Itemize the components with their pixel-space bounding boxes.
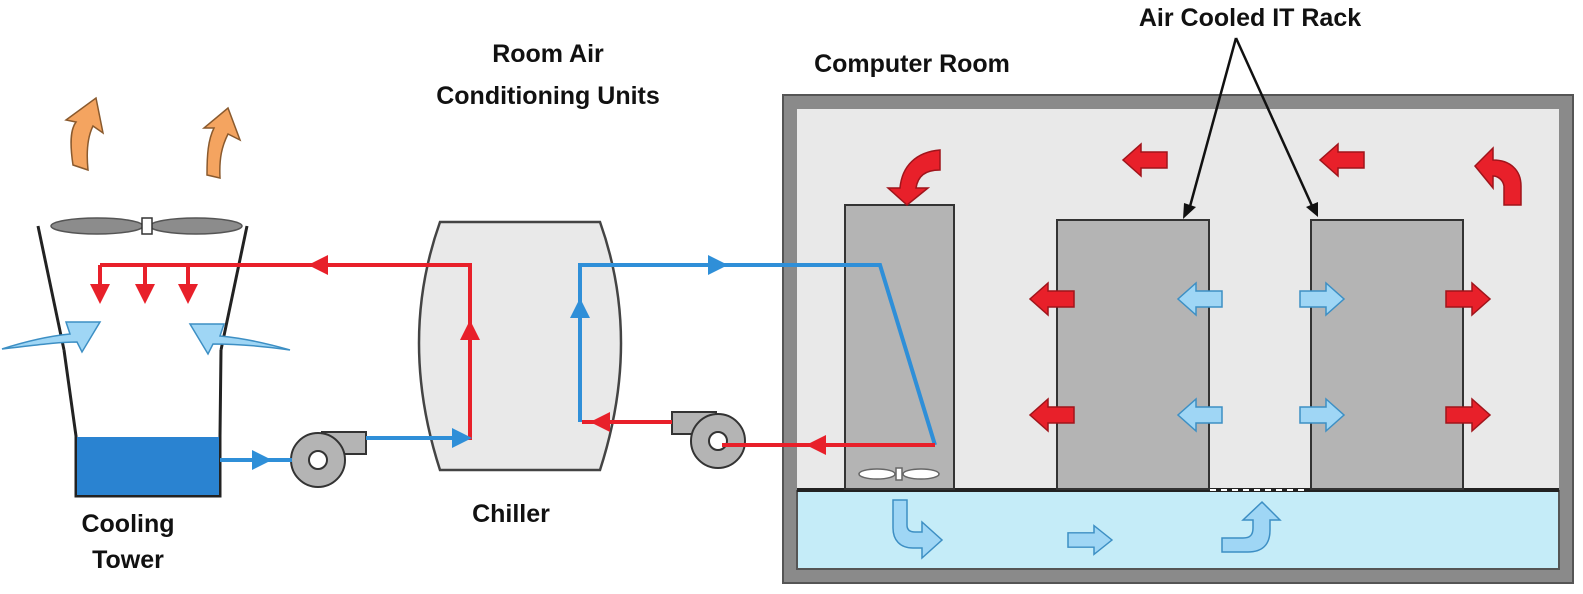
crac-label-line1: Room Air xyxy=(492,40,604,68)
cooling-tower-label-line2: Tower xyxy=(92,546,164,574)
basin-water xyxy=(77,437,219,495)
crac-fan-icon xyxy=(858,467,940,481)
condenser-supply-pipe xyxy=(220,428,472,470)
rack-label-pointers xyxy=(1183,37,1318,219)
chiller-label: Chiller xyxy=(472,500,550,528)
exhaust-air-arrows xyxy=(64,96,242,179)
it-rack-right xyxy=(1310,219,1464,490)
it-rack-label: Air Cooled IT Rack xyxy=(1139,4,1361,32)
inlet-air-arrows xyxy=(1,321,291,356)
chiller-vessel xyxy=(417,220,623,472)
chilled-water-return-pipe xyxy=(582,412,935,455)
chilled-water-pump-icon xyxy=(671,411,746,469)
underfloor-airflow-arrows xyxy=(892,499,1282,560)
raised-floor-plenum xyxy=(796,490,1560,570)
chilled-water-supply-pipe xyxy=(570,255,937,446)
return-air-arrow-crac xyxy=(886,149,941,206)
crac-label-line2: Conditioning Units xyxy=(436,82,660,110)
cooling-tower xyxy=(36,217,249,498)
condenser-pump-icon xyxy=(290,431,367,488)
hot-water-return-pipe xyxy=(90,255,480,440)
it-rack-left xyxy=(1056,219,1210,490)
computer-room-label: Computer Room xyxy=(814,50,1010,78)
return-air-arrow-right xyxy=(1473,146,1522,206)
tower-fan-icon xyxy=(50,217,243,235)
cooling-tower-label-line1: Cooling xyxy=(81,510,174,538)
